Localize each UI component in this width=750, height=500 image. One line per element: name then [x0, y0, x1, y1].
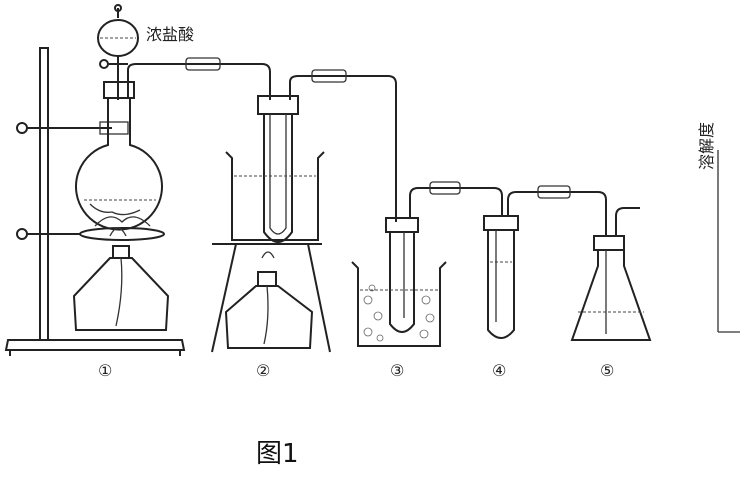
- reagent-label: 浓盐酸: [146, 25, 194, 44]
- u-tube: [257, 95, 299, 243]
- gauze-flame: [94, 216, 151, 237]
- delivery-tube-3-4: [409, 181, 503, 218]
- round-bottom-flask: [75, 81, 163, 231]
- side-label: 溶解度: [697, 122, 716, 170]
- ice-chunks: [363, 284, 435, 342]
- test-tube-3: [385, 217, 419, 333]
- delivery-tube-1-2: [127, 57, 271, 100]
- apparatus-1: [72, 4, 170, 331]
- apparatus-5: [570, 207, 652, 341]
- delivery-tube-2-3: [289, 69, 397, 222]
- beaker-2: [225, 151, 325, 241]
- iron-stand: [4, 47, 186, 356]
- label-apparatus-1: ①: [98, 361, 112, 380]
- apparatus-4: [483, 215, 519, 339]
- alcohol-lamp: [72, 245, 170, 331]
- label-apparatus-4: ④: [492, 361, 506, 380]
- side-label-group: 溶解度: [697, 122, 740, 333]
- delivery-tube-4-5: [507, 185, 607, 236]
- separatory-funnel: [97, 4, 139, 100]
- apparatus-3: [351, 217, 447, 347]
- label-apparatus-2: ②: [256, 361, 270, 380]
- beaker-3: [351, 261, 447, 347]
- apparatus-2: [211, 95, 331, 353]
- alcohol-lamp-2: [224, 251, 314, 349]
- label-apparatus-3: ③: [390, 361, 404, 380]
- tripod: [211, 243, 331, 353]
- label-apparatus-5: ⑤: [600, 361, 614, 380]
- figure-caption: 图1: [256, 439, 299, 469]
- apparatus-number-labels: ① ② ③ ④ ⑤: [98, 361, 614, 380]
